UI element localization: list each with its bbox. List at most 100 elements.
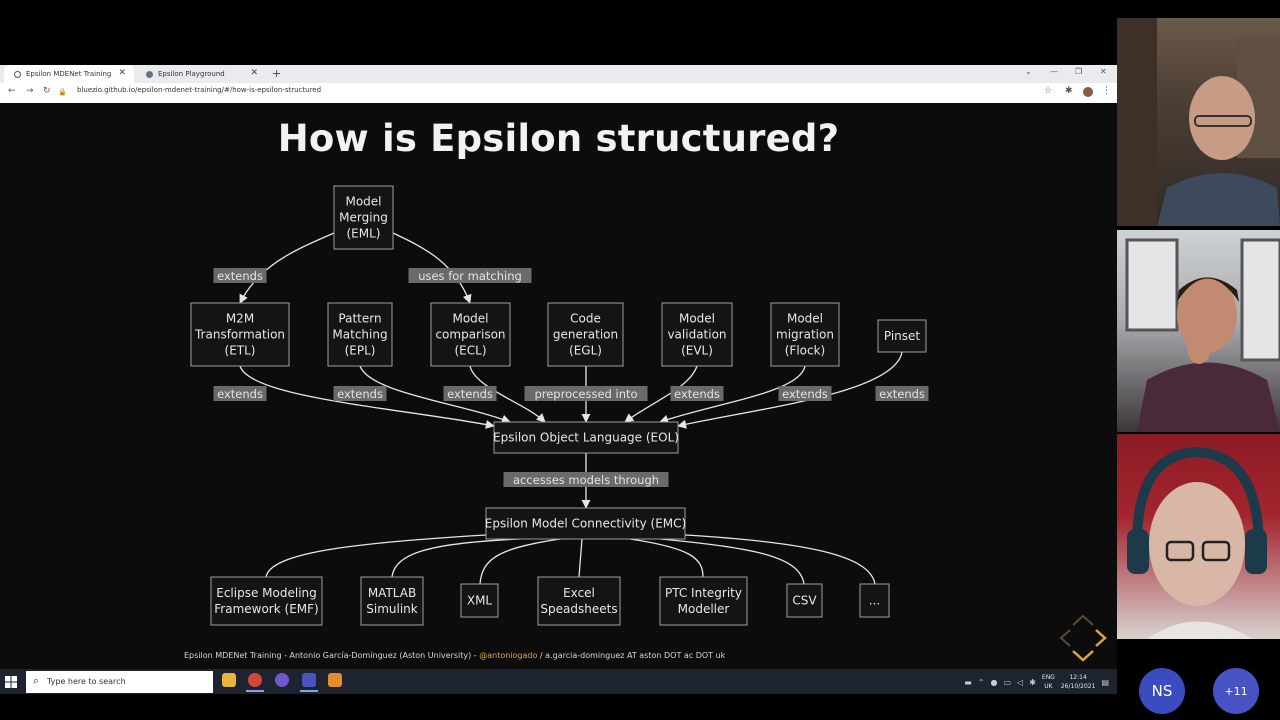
node-matlab-label: MATLAB — [368, 586, 416, 600]
node-excel-label: Speadsheets — [540, 602, 617, 616]
node-evl-label: Model — [679, 312, 715, 326]
microphone-icon[interactable]: ● — [990, 677, 998, 687]
reload-icon[interactable]: ↻ — [43, 86, 51, 96]
tab-epsilon-playground[interactable]: Epsilon Playground ✕ — [136, 65, 266, 83]
node-eml-label: Merging — [339, 211, 388, 225]
edge-label-pinset-eol: extends — [875, 386, 929, 401]
chrome-icon[interactable] — [246, 673, 264, 692]
node-epl-label: Pattern — [338, 312, 381, 326]
node-eol-box — [493, 421, 679, 454]
edge-label-eml-etl: extends — [213, 268, 267, 283]
edge-label-bg — [778, 386, 832, 401]
footer-twitter-handle[interactable]: @antoniogado — [479, 651, 538, 660]
nav-down-icon[interactable] — [1072, 650, 1094, 662]
node-pinset: Pinset — [877, 319, 927, 353]
node-ecl-label: Model — [452, 312, 488, 326]
tab-epsilon-training[interactable]: Epsilon MDENet Training ✕ — [4, 65, 134, 83]
participant-video-1[interactable] — [1117, 18, 1280, 226]
slide-footer: Epsilon MDENet Training - Antonio García… — [184, 651, 725, 660]
participant-3-silhouette — [1127, 446, 1267, 639]
edge-eml-to-etl — [239, 232, 335, 304]
forward-icon[interactable]: → — [26, 86, 34, 96]
nav-right-icon[interactable] — [1095, 629, 1107, 647]
participant-avatar-ns[interactable]: NS — [1139, 668, 1185, 714]
search-placeholder: Type here to search — [47, 677, 126, 686]
edge-emc-to-more — [684, 534, 876, 585]
tab-title: Epsilon MDENet Training — [26, 70, 112, 78]
node-evl-label: (EVL) — [681, 344, 713, 358]
node-etl-label: M2M — [226, 312, 254, 326]
slide-navigation-control[interactable] — [1058, 613, 1108, 663]
edge-label-bg — [333, 386, 387, 401]
minimize-icon[interactable]: — — [1050, 67, 1058, 76]
profile-avatar[interactable] — [1083, 87, 1093, 97]
chevron-up-icon[interactable]: ⌃ — [977, 677, 985, 687]
node-flock-label: migration — [776, 328, 834, 342]
participant-video-3[interactable] — [1117, 434, 1280, 639]
edge-label-text: extends — [879, 387, 925, 401]
edge-label-epl-eol: extends — [333, 386, 387, 401]
edge-label-text: extends — [337, 387, 383, 401]
teams-icon[interactable] — [300, 673, 318, 692]
edge-label-etl-eol: extends — [213, 386, 267, 401]
taskbar-search-box[interactable]: ⌕ Type here to search — [26, 671, 213, 693]
restore-icon[interactable]: ❐ — [1075, 67, 1083, 76]
node-egl-label: Code — [570, 312, 601, 326]
close-tab-icon[interactable]: ✕ — [118, 68, 126, 78]
app-icon[interactable] — [328, 673, 342, 687]
eclipse-icon[interactable] — [275, 673, 289, 687]
node-matlab-box — [360, 576, 424, 626]
node-more-box — [859, 583, 890, 618]
edge-label-eml-ecl: uses for matching — [408, 268, 532, 283]
participant-2-silhouette — [1125, 238, 1280, 432]
node-egl-label: generation — [553, 328, 618, 342]
address-bar[interactable]: bluezio.github.io/epsilon-mdenet-trainin… — [77, 86, 322, 94]
node-epl-label: Matching — [332, 328, 387, 342]
lock-icon[interactable]: 🔒 — [58, 88, 67, 96]
close-tab-icon[interactable]: ✕ — [250, 68, 258, 78]
close-window-icon[interactable]: ✕ — [1100, 67, 1107, 76]
edge-label-bg — [503, 472, 669, 487]
nav-left-icon[interactable] — [1059, 629, 1071, 647]
edge-etl-to-eol — [239, 365, 495, 429]
edge-eml-to-ecl — [392, 232, 472, 304]
network-icon[interactable]: ▭ — [1003, 677, 1012, 687]
bluetooth-icon[interactable]: ✱ — [1029, 677, 1036, 687]
footer-credit: Epsilon MDENet Training - Antonio García… — [184, 651, 480, 660]
notifications-icon[interactable]: ▤ — [1101, 677, 1109, 687]
footer-email: / a.garcia-dominguez AT aston DOT ac DOT… — [537, 651, 726, 660]
more-participants-badge[interactable]: +11 — [1213, 668, 1259, 714]
participant-1-silhouette — [1117, 18, 1280, 226]
extensions-icon[interactable]: ✱ — [1065, 86, 1073, 96]
windows-start-icon[interactable] — [3, 674, 19, 690]
new-tab-button[interactable]: + — [272, 67, 282, 80]
node-emc-box — [485, 507, 686, 540]
participant-video-2[interactable] — [1117, 230, 1280, 432]
file-explorer-icon[interactable] — [222, 673, 236, 687]
menu-icon[interactable]: ⋮ — [1102, 86, 1111, 96]
edge-label-text: extends — [217, 269, 263, 283]
volume-icon[interactable]: ◁ — [1017, 677, 1024, 687]
node-eml-label: Model — [345, 195, 381, 209]
tab-search-icon[interactable]: ⌄ — [1025, 67, 1032, 76]
edge-label-text: extends — [674, 387, 720, 401]
back-icon[interactable]: ← — [8, 86, 16, 96]
edge-ecl-to-eol — [469, 365, 546, 423]
bookmark-star-icon[interactable]: ☆ — [1044, 86, 1053, 96]
nav-up-icon[interactable] — [1072, 614, 1094, 626]
battery-icon[interactable]: ▬ — [964, 677, 972, 687]
node-pinset-label: Pinset — [884, 329, 921, 343]
node-ptc-label: PTC Integrity — [665, 586, 742, 600]
edge-label-text: extends — [217, 387, 263, 401]
node-ecl-label: comparison — [435, 328, 505, 342]
